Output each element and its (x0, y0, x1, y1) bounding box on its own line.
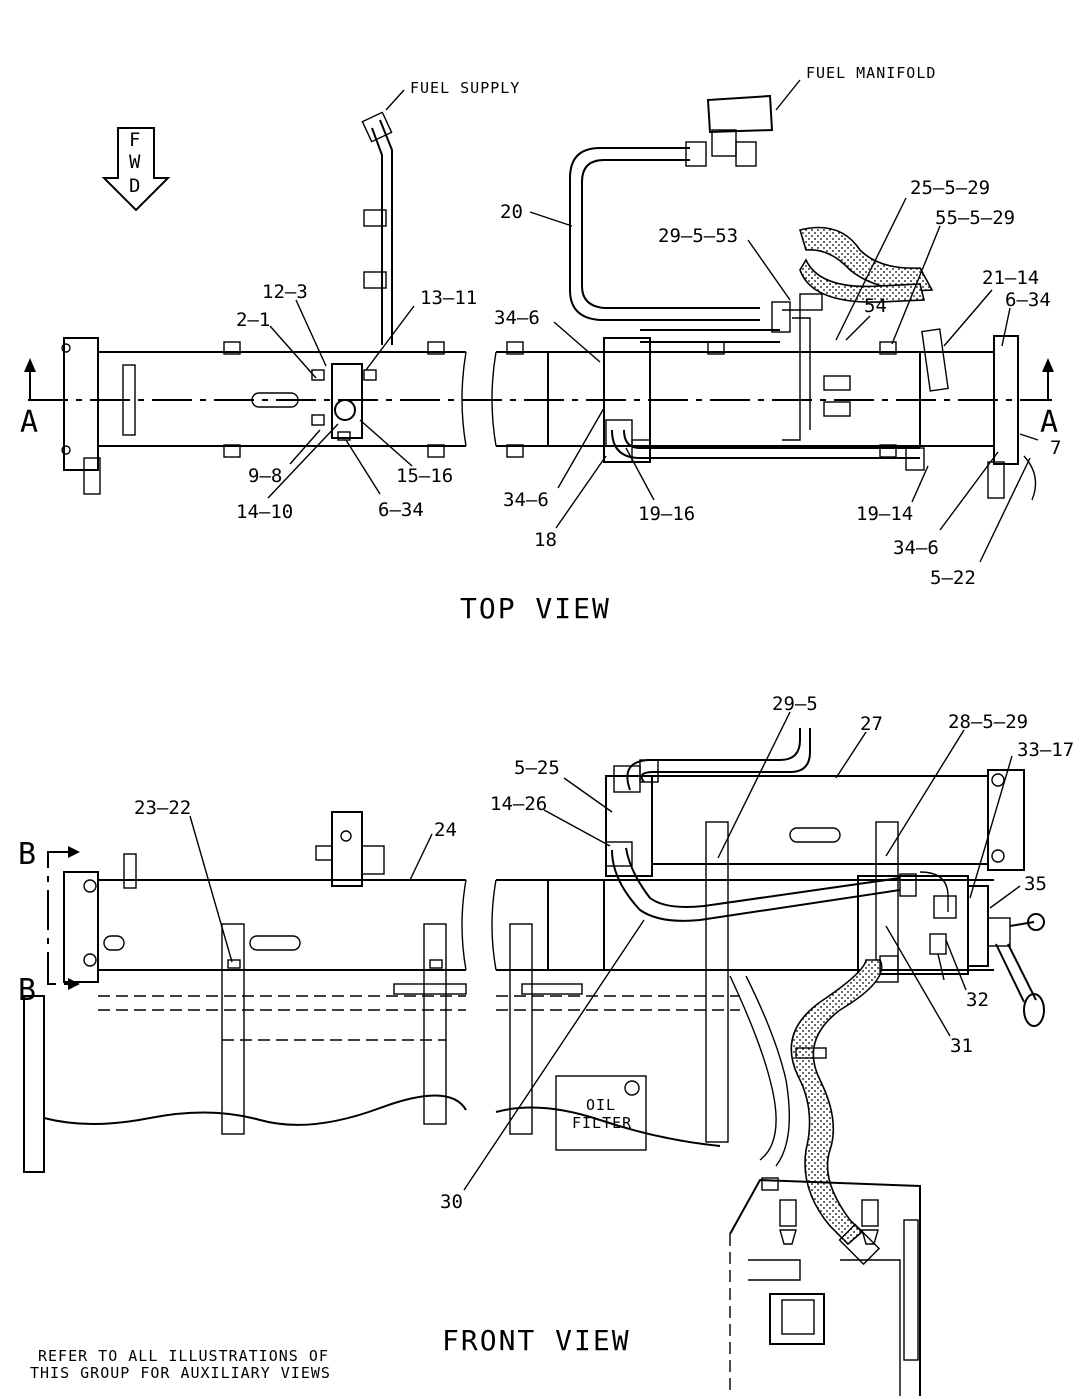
fuel-manifold: FUEL MANIFOLD (569, 64, 936, 343)
callout-6-34-right: 6–34 (1005, 289, 1051, 311)
leaders-top (267, 197, 1039, 563)
label-oil: OIL (586, 1096, 616, 1114)
callout-33-17: 33–17 (1017, 739, 1074, 761)
callout-13-11: 13–11 (420, 287, 477, 309)
callout-5-25: 5–25 (514, 757, 560, 779)
front-view: B B (18, 693, 1074, 1396)
callout-6-34-bottom: 6–34 (378, 499, 424, 521)
tube-30 (605, 841, 957, 922)
oil-filter: OIL FILTER (555, 1075, 647, 1151)
callout-12-3: 12–3 (262, 281, 308, 303)
top-view-title: TOP VIEW (460, 592, 611, 625)
callout-27: 27 (860, 713, 883, 735)
callout-25-5-29: 25–5–29 (910, 177, 990, 199)
fwd-arrow: F W D (101, 127, 171, 212)
section-line-a: A A (20, 358, 1058, 440)
shutoff-lever (929, 913, 1045, 1027)
callout-34-6-lower: 34–6 (893, 537, 939, 559)
callout-14-10: 14–10 (236, 501, 293, 523)
callout-labels-top: 20 29–5–53 25–5–29 55–5–29 54 21–14 6–34… (236, 177, 1061, 589)
label-filter: FILTER (572, 1114, 632, 1132)
left-rail-front (63, 811, 467, 983)
callout-29-5: 29–5 (772, 693, 818, 715)
label-fuel-manifold: FUEL MANIFOLD (806, 64, 936, 82)
callout-35: 35 (1024, 873, 1047, 895)
leaders-front (189, 711, 1021, 1191)
callout-28-5-29: 28–5–29 (948, 711, 1028, 733)
front-view-title: FRONT VIEW (442, 1324, 631, 1357)
callout-5-22: 5–22 (930, 567, 976, 589)
note-refer-line1: REFER TO ALL ILLUSTRATIONS OF (38, 1347, 329, 1365)
callout-15-16: 15–16 (396, 465, 453, 487)
section-mark-a-right: A (1040, 405, 1058, 440)
section-mark-b-top: B (18, 837, 36, 872)
callout-31: 31 (950, 1035, 973, 1057)
callout-20: 20 (500, 201, 523, 223)
fwd-letter-w: W (129, 151, 141, 173)
fuel-hose-front (729, 955, 899, 1266)
section-line-b: B B (18, 837, 80, 1008)
callout-34-6-upper: 34–6 (494, 307, 540, 329)
upper-rail-27 (605, 728, 1025, 877)
engine-block (729, 1177, 921, 1396)
callout-34-6-middle: 34–6 (503, 489, 549, 511)
callout-55-5-29: 55–5–29 (935, 207, 1015, 229)
right-fuel-rail (491, 335, 1037, 501)
callout-54: 54 (864, 295, 887, 317)
fuel-supply-line: FUEL SUPPLY (311, 79, 520, 441)
callout-9-8: 9–8 (248, 465, 282, 487)
callout-30: 30 (440, 1191, 463, 1213)
callout-32: 32 (966, 989, 989, 1011)
fwd-letter-d: D (129, 175, 140, 197)
callout-29-5-53: 29–5–53 (658, 225, 738, 247)
label-fuel-supply: FUEL SUPPLY (410, 79, 520, 97)
break-line (43, 1094, 467, 1126)
callout-18: 18 (534, 529, 557, 551)
section-mark-b-bottom: B (18, 973, 36, 1008)
callout-7: 7 (1050, 437, 1061, 459)
note-refer-line2: THIS GROUP FOR AUXILIARY VIEWS (30, 1364, 331, 1382)
fwd-letter-f: F (129, 129, 140, 151)
callout-14-26: 14–26 (490, 793, 547, 815)
callout-19-14: 19–14 (856, 503, 913, 525)
left-fuel-rail (61, 337, 467, 495)
callout-19-16: 19–16 (638, 503, 695, 525)
callout-24: 24 (434, 819, 457, 841)
return-tube (605, 309, 925, 471)
callout-23-22: 23–22 (134, 797, 191, 819)
callout-2-1: 2–1 (236, 309, 270, 331)
fuel-hose-top (771, 226, 949, 392)
top-view: F W D FUEL SUPPLY (20, 64, 1061, 625)
section-mark-a-left: A (20, 405, 38, 440)
callout-labels-front: 29–5 27 28–5–29 33–17 5–25 14–26 23–22 2… (134, 693, 1074, 1213)
callout-21-14: 21–14 (982, 267, 1039, 289)
mounting-brackets-left (23, 923, 467, 1173)
